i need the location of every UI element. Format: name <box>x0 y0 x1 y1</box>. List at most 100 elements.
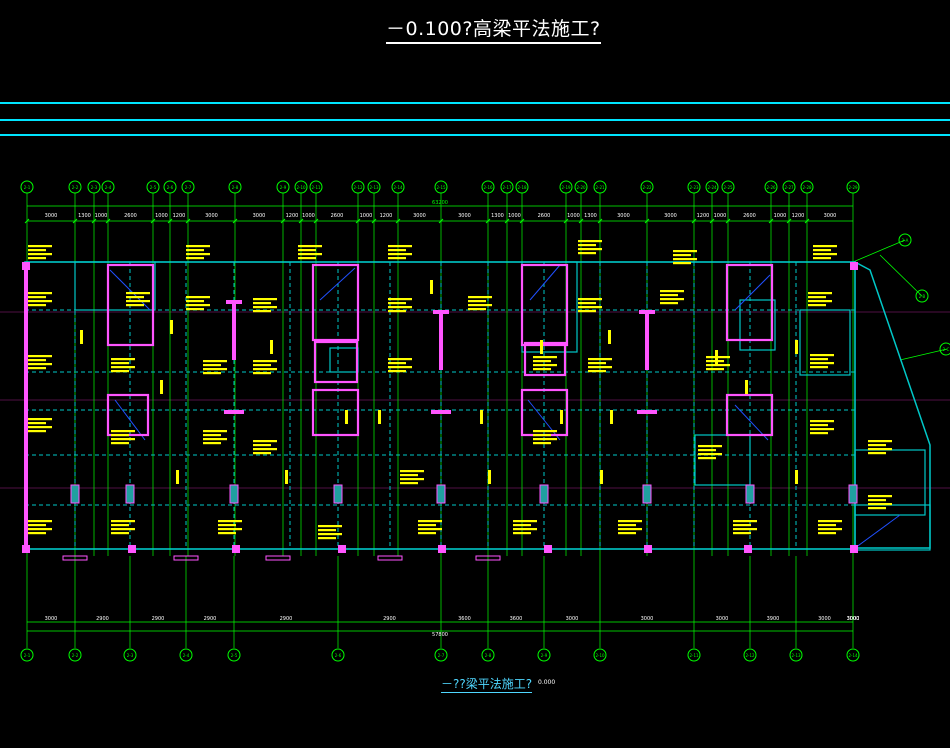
beam-annotation-line-12-2 <box>388 302 406 305</box>
axis-label-top-15: 2-15 <box>436 185 446 190</box>
beam-annotation-line-6-3 <box>673 258 697 261</box>
dim-bottom-5: 2900 <box>280 616 293 622</box>
dim-tick-top-5 <box>150 218 156 224</box>
beam-annotation-18 <box>111 358 135 373</box>
beam-annotation-line-37-3 <box>218 528 242 531</box>
beam-annotation-line-22-1 <box>533 356 557 359</box>
beam-annotation-line-22-4 <box>533 368 551 371</box>
bay-1 <box>74 261 156 311</box>
beam-annotation-line-5-3 <box>578 248 602 251</box>
beam-annotation-30 <box>400 470 424 485</box>
axis-bubble-top-15 <box>434 180 448 194</box>
beam-annotation-line-21-4 <box>388 370 406 373</box>
axis-bubble-top-27 <box>782 180 796 194</box>
beam-annotation-11 <box>253 298 277 313</box>
beam-annotation-line-6-4 <box>673 262 691 265</box>
beam-annotation-14 <box>578 298 602 313</box>
column-9 <box>744 545 752 553</box>
column-15 <box>439 310 443 370</box>
beam-annotation-29 <box>253 440 277 455</box>
section-marker-4 <box>377 555 403 561</box>
beam-annotation-line-10-4 <box>186 308 204 311</box>
beam-annotation-line-36-3 <box>111 528 135 531</box>
axis-bubble-top-14 <box>391 180 405 194</box>
brace-8 <box>854 514 901 549</box>
beam-annotation-line-28-1 <box>203 430 227 433</box>
dim-tick-top-27 <box>786 218 792 224</box>
axis-label-top-13: 2-13 <box>369 185 379 190</box>
beam-annotation-31 <box>533 430 557 445</box>
beam-annotation-line-42-2 <box>733 524 751 527</box>
dim-tick-top-25 <box>725 218 731 224</box>
beam-annotation-41 <box>618 520 642 535</box>
beam-annotation-22 <box>533 356 557 371</box>
dim-bottom-3: 2900 <box>152 616 165 622</box>
beam-annotation-line-30-3 <box>400 478 424 481</box>
beam-annotation-line-19-1 <box>203 360 227 363</box>
beam-annotation-32 <box>698 445 722 460</box>
beam-annotation-line-24-4 <box>706 368 724 371</box>
beam-annotation-line-25-4 <box>810 366 828 369</box>
axis-label-top-6: 2-6 <box>167 185 174 190</box>
dim-bottom-13: 3000 <box>818 616 831 622</box>
beam-annotation-line-9-4 <box>126 304 144 307</box>
beam-annotation-line-30-4 <box>400 482 418 485</box>
stair-core-9 <box>313 340 359 384</box>
beam-annotation-line-5-1 <box>578 240 602 243</box>
beam-annotation-line-2-4 <box>186 257 204 260</box>
axis-bubble-top-25 <box>721 180 735 194</box>
axis-diag-1 <box>852 239 906 263</box>
column-21 <box>24 264 28 546</box>
axis-label-top-10: 2-10 <box>296 185 306 190</box>
drawing-subtitle: －??梁平法施工? <box>441 677 533 693</box>
axis-label-top-1: 2-1 <box>24 185 31 190</box>
beam-annotation-line-38-1 <box>318 525 342 528</box>
beam-annotation-line-11-2 <box>253 302 271 305</box>
axis-diag-3 <box>899 348 948 361</box>
beam-annotation-23 <box>588 358 612 373</box>
stair-core-2 <box>311 263 360 342</box>
dim-tick-top-10 <box>298 218 304 224</box>
pier-338 <box>333 484 343 504</box>
beam-annotation-line-7-3 <box>813 253 837 256</box>
beam-annotation-line-17-4 <box>28 367 46 370</box>
beam-annotation-line-31-2 <box>533 434 551 437</box>
stair-core-4 <box>725 263 774 342</box>
axis-bubble-top-11 <box>309 180 323 194</box>
beam-annotation-line-25-1 <box>810 354 834 357</box>
beam-annotation-line-29-3 <box>253 448 277 451</box>
column-11 <box>850 262 858 270</box>
beam-annotation-line-33-3 <box>810 428 834 431</box>
dim-top-28: 3000 <box>824 213 837 219</box>
dim-bottom-12: 3900 <box>767 616 780 622</box>
axis-bubble-top-17 <box>500 180 514 194</box>
beam-annotation-line-18-4 <box>111 370 129 373</box>
axis-bubble-top-16 <box>481 180 495 194</box>
dim-tick-top-11 <box>313 218 319 224</box>
beam-annotation-36 <box>111 520 135 535</box>
dim-tick-top-23 <box>691 218 697 224</box>
axis-bubble-top-end <box>846 180 860 194</box>
dim-tick-top-3 <box>91 218 97 224</box>
stair-core-3 <box>520 263 569 347</box>
beam-annotation-line-18-1 <box>111 358 135 361</box>
dim-top-12: 1000 <box>360 213 373 219</box>
beam-tag-4 <box>378 410 381 424</box>
beam-annotation-line-38-2 <box>318 529 336 532</box>
beam-annotation-line-4-2 <box>388 249 406 252</box>
dim-tick-top-22 <box>644 218 650 224</box>
axis-bubble-bottom-14 <box>846 648 860 662</box>
beam-annotation-line-44-4 <box>868 507 886 510</box>
beam-annotation-line-40-3 <box>513 528 537 531</box>
column-8 <box>644 545 652 553</box>
axis-label-top-16: 2-16 <box>483 185 493 190</box>
pier-234 <box>229 484 239 504</box>
beam-annotation-line-44-1 <box>868 495 892 498</box>
axis-label-top-23: 2-23 <box>689 185 699 190</box>
dim-tick-top-24 <box>709 218 715 224</box>
beam-annotation-line-6-1 <box>673 250 697 253</box>
beam-annotation-line-3-3 <box>298 253 322 256</box>
axis-bubble-top-13 <box>367 180 381 194</box>
dim-top-20: 1300 <box>584 213 597 219</box>
